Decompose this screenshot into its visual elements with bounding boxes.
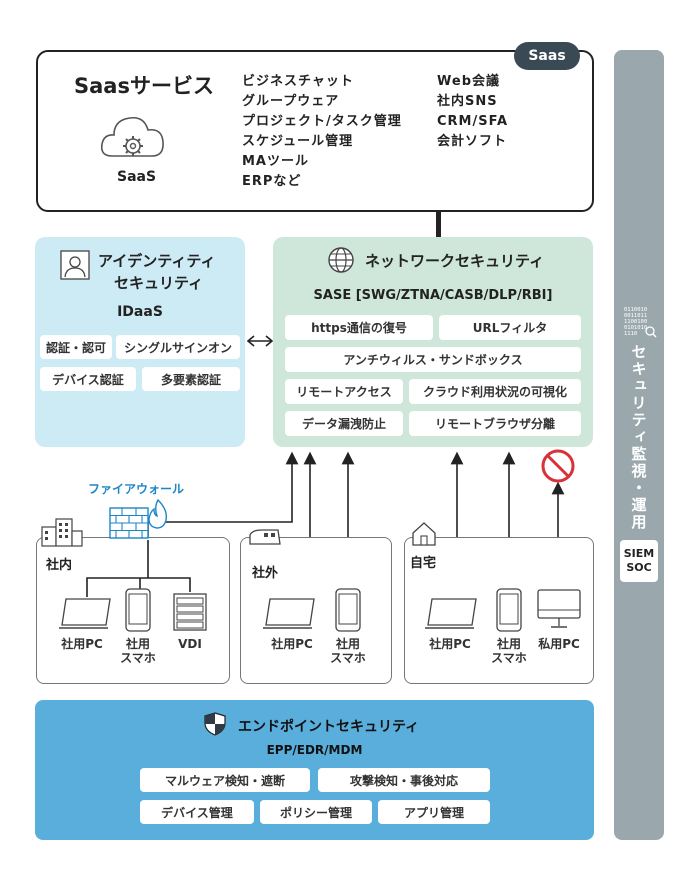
network-title: ネットワークセキュリティ xyxy=(365,252,545,270)
svg-text:0011011: 0011011 xyxy=(624,313,647,319)
identity-title: アイデンティティ セキュリティ xyxy=(98,250,215,294)
soc-label: SOC xyxy=(626,561,652,574)
network-chip: https通信の復号 xyxy=(285,315,433,340)
office-network-lines xyxy=(86,540,191,597)
device-label: 社用PC xyxy=(61,637,103,651)
svg-text:1110: 1110 xyxy=(624,331,637,337)
home-label: 自宅 xyxy=(410,556,437,571)
outside-label: 社外 xyxy=(252,566,279,581)
identity-chip: デバイス認証 xyxy=(40,367,136,391)
endpoint-chip: デバイス管理 xyxy=(140,800,254,824)
user-icon xyxy=(60,250,90,280)
list-item: MAツール xyxy=(242,154,309,169)
globe-network-icon xyxy=(328,247,354,273)
device-label: 私用PC xyxy=(538,637,580,651)
network-chip: リモートアクセス xyxy=(285,379,403,404)
network-chip: アンチウィルス・サンドボックス xyxy=(285,347,581,372)
saas-tag: Saas xyxy=(514,42,580,70)
security-monitoring-bar xyxy=(614,50,664,840)
svg-text:0110010: 0110010 xyxy=(624,307,647,313)
identity-chip: 多要素認証 xyxy=(142,367,240,391)
endpoint-title: エンドポイントセキュリティ xyxy=(238,719,420,735)
smartphone-icon xyxy=(335,588,361,632)
device-label: VDI xyxy=(178,637,202,651)
list-item: プロジェクト/タスク管理 xyxy=(242,114,402,129)
siem-label: SIEM xyxy=(623,547,655,560)
building-icon xyxy=(41,518,83,547)
prohibited-icon xyxy=(541,449,575,483)
laptop-icon xyxy=(425,598,477,629)
endpoint-chip: マルウェア検知・遮断 xyxy=(140,768,310,792)
saas-tag-label: Saas xyxy=(528,48,566,64)
list-item: ERPなど xyxy=(242,174,302,189)
list-item: Web会議 xyxy=(437,74,500,89)
endpoint-chip: アプリ管理 xyxy=(378,800,490,824)
network-chip: クラウド利用状況の可視化 xyxy=(409,379,581,404)
outside-box xyxy=(240,537,392,684)
list-item: 社内SNS xyxy=(437,94,498,109)
svg-text:0101010: 0101010 xyxy=(624,325,647,331)
double-arrow-icon xyxy=(246,335,274,347)
cloud-gear-icon xyxy=(100,116,164,157)
saas-network-connector xyxy=(436,212,441,237)
list-item: スケジュール管理 xyxy=(242,134,354,149)
identity-title-line2: セキュリティ xyxy=(114,274,204,292)
identity-title-line1: アイデンティティ xyxy=(98,252,216,270)
device-label: 社用PC xyxy=(271,637,313,651)
list-item: CRM/SFA xyxy=(437,114,509,129)
shield-icon xyxy=(204,712,226,736)
endpoint-chip: ポリシー管理 xyxy=(260,800,372,824)
smartphone-icon xyxy=(496,588,522,632)
firewall-icon xyxy=(109,498,168,539)
device-label: 社用PC xyxy=(429,637,471,651)
saas-cloud-label: SaaS xyxy=(117,169,157,185)
identity-chip: シングルサインオン xyxy=(116,335,240,359)
binary-search-icon: 0110010 0011011 1100100 0101010 1110 xyxy=(624,307,657,338)
saas-list-1: ビジネスチャット グループウェア プロジェクト/タスク管理 スケジュール管理 M… xyxy=(242,72,402,192)
device-label: 社用 スマホ xyxy=(330,637,366,665)
list-item: ビジネスチャット xyxy=(242,74,354,89)
device-label: 社用 スマホ xyxy=(120,637,156,665)
desktop-pc-icon xyxy=(537,589,581,628)
network-chip: リモートブラウザ分離 xyxy=(409,411,581,436)
identity-chip: 認証・認可 xyxy=(40,335,112,359)
device-label: 社用 スマホ xyxy=(491,637,527,665)
idaas-label: IDaaS xyxy=(117,304,163,320)
siem-soc-box: SIEM SOC xyxy=(620,540,658,582)
saas-title: Saasサービス xyxy=(74,74,214,98)
office-label: 社内 xyxy=(46,558,73,573)
firewall-label: ファイアウォール xyxy=(88,482,185,496)
list-item: 会計ソフト xyxy=(437,134,508,149)
train-icon xyxy=(249,529,281,545)
endpoint-chip: 攻撃検知・事後対応 xyxy=(318,768,490,792)
house-icon xyxy=(412,522,436,546)
smartphone-icon xyxy=(125,588,151,632)
laptop-icon xyxy=(59,598,111,629)
vdi-server-icon xyxy=(173,593,207,631)
monitoring-title: セキュリティ監視・運用 xyxy=(629,344,648,531)
epp-label: EPP/EDR/MDM xyxy=(266,743,363,757)
list-item: グループウェア xyxy=(242,94,340,109)
laptop-icon xyxy=(263,598,315,629)
saas-services-box xyxy=(36,50,594,212)
network-chip: URLフィルタ xyxy=(439,315,581,340)
saas-list-2: Web会議 社内SNS CRM/SFA 会計ソフト xyxy=(437,72,508,152)
network-chip: データ漏洩防止 xyxy=(285,411,403,436)
svg-text:1100100: 1100100 xyxy=(624,319,647,325)
sase-label: SASE [SWG/ZTNA/CASB/DLP/RBI] xyxy=(313,288,553,303)
